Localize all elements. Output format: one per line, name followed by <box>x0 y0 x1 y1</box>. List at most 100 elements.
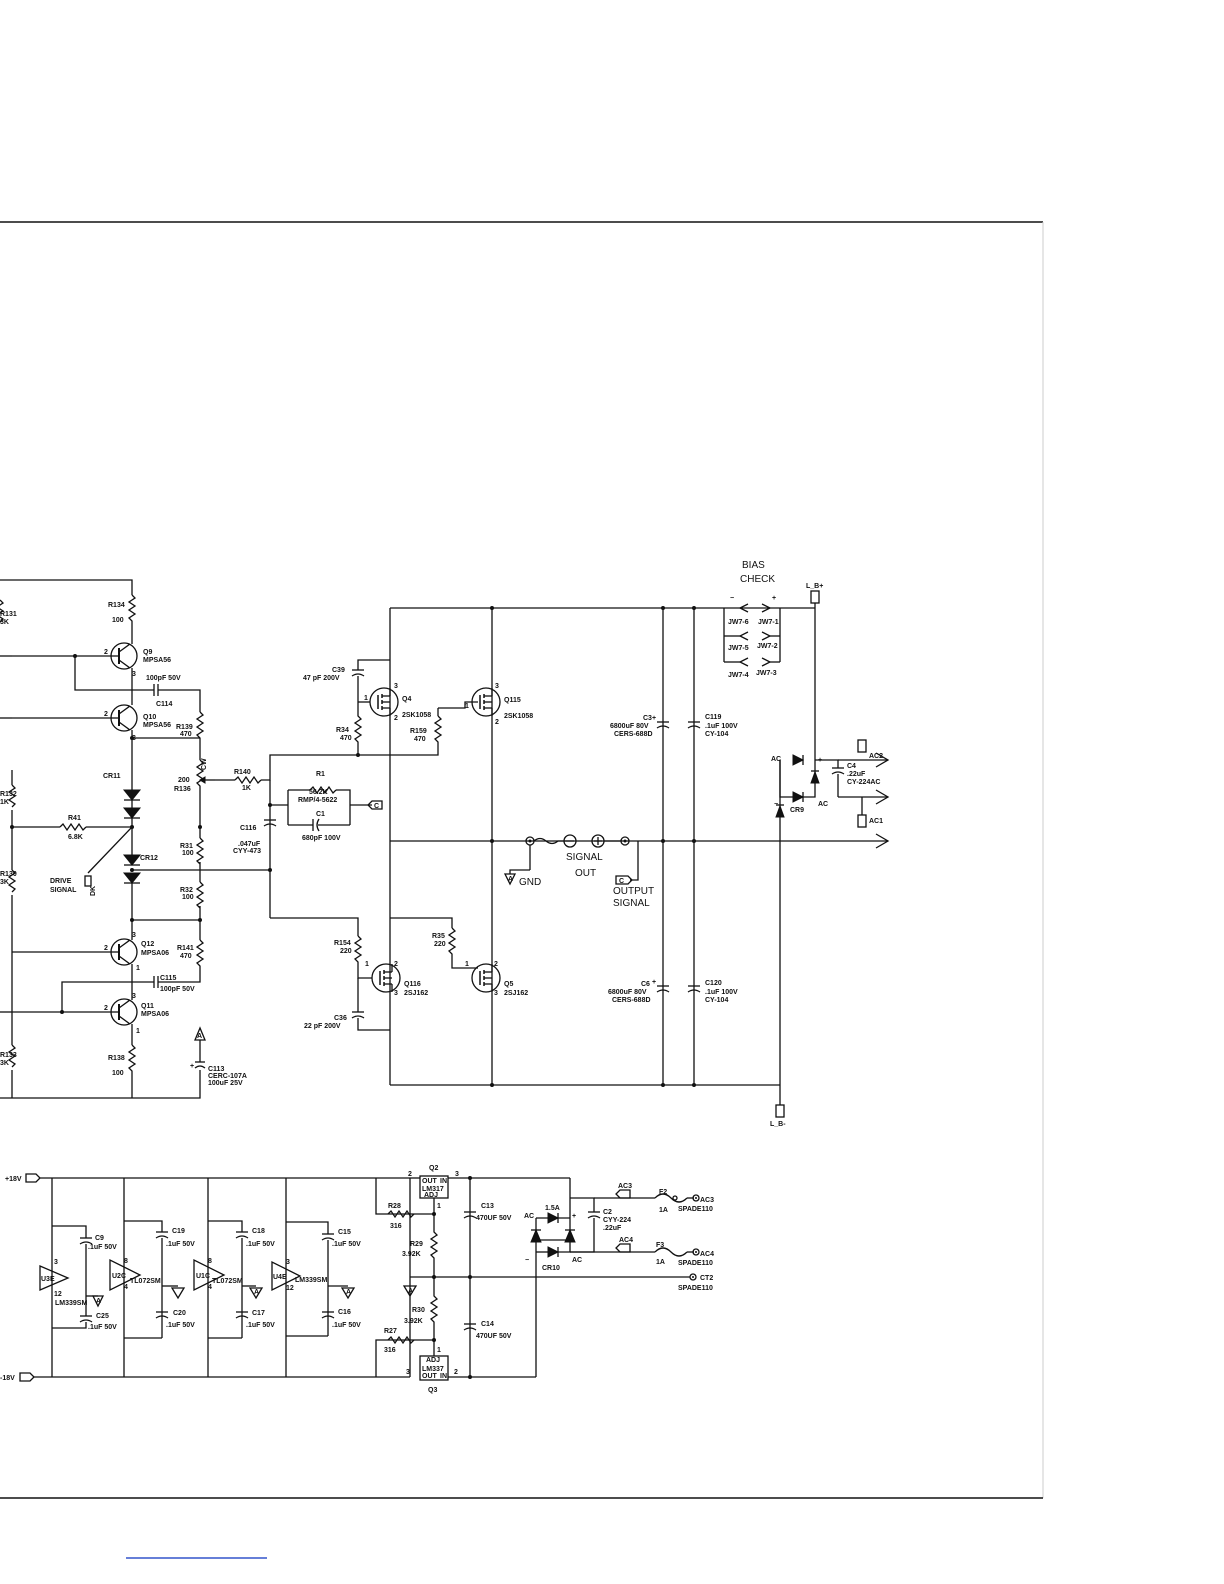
c36-value: 22 pF 200V <box>304 1023 341 1030</box>
u3e-label: U3E <box>41 1276 55 1283</box>
q116-pin3: 3 <box>394 990 398 997</box>
c113-plus: + <box>190 1063 194 1070</box>
r138-value: 100 <box>112 1070 124 1077</box>
lbp-label: L_B+ <box>806 583 823 590</box>
u1c-gnd-flag: A <box>254 1289 259 1296</box>
c113-flag: A <box>197 1033 202 1040</box>
c19-label: C19 <box>172 1228 185 1235</box>
f3-label: F3 <box>656 1242 664 1249</box>
r134-value: 100 <box>112 617 124 624</box>
c9-label: C9 <box>95 1235 104 1242</box>
r29-value: 3.92K <box>402 1251 421 1258</box>
r139-label: R139 <box>176 724 193 731</box>
feedback-network: C116 .047uF CYY-473 R1 56.2K RMP/4-5622 … <box>233 771 383 936</box>
q115-part: 2SK1058 <box>504 713 533 720</box>
q4-label: Q4 <box>402 696 411 703</box>
cr9-minus: − <box>774 801 778 808</box>
c2-value: .22uF <box>603 1225 622 1232</box>
f3-value: 1A <box>656 1259 665 1266</box>
signal-out-label-2: OUT <box>575 868 596 879</box>
u1c-pin8: 8 <box>208 1258 212 1265</box>
r141-label: R141 <box>177 945 194 952</box>
reg-gnd-flag: A <box>408 1288 413 1295</box>
r159-label: R159 <box>410 728 427 735</box>
r27-label: R27 <box>384 1328 397 1335</box>
r34-label: R34 <box>336 727 349 734</box>
r134-label: R134 <box>108 602 125 609</box>
c3-part: CERS-688D <box>614 731 653 738</box>
jw7-3-label: JW7-3 <box>756 670 777 677</box>
output-flag: C <box>619 878 624 885</box>
c6-label: C6 <box>641 981 650 988</box>
c17-label: C17 <box>252 1310 265 1317</box>
c1-flag: C <box>374 803 379 810</box>
dk-label: DK <box>90 886 97 896</box>
q9-pin3: 3 <box>132 671 136 678</box>
c116-part: CYY-473 <box>233 848 261 855</box>
ac4-spade: SPADE110 <box>678 1260 713 1267</box>
cr10-ac-1: AC <box>524 1213 534 1220</box>
c4-label: C4 <box>847 763 856 770</box>
r31-value: 100 <box>182 850 194 857</box>
q3-out: OUT <box>422 1373 438 1380</box>
u3e-pin12: 12 <box>54 1291 62 1298</box>
q2-pin2: 2 <box>408 1171 412 1178</box>
c39-value: 47 pF 200V <box>303 675 340 682</box>
ac4-label: AC4 <box>619 1237 633 1244</box>
q4-pin1: 1 <box>364 695 368 702</box>
r154-label: R154 <box>334 940 351 947</box>
cr10-plus: + <box>572 1213 576 1220</box>
q2-in: IN <box>440 1178 447 1185</box>
jw7-4-label: JW7-4 <box>728 672 749 679</box>
r154-value: 220 <box>340 948 352 955</box>
c3-label: C3 <box>643 715 652 722</box>
q12-pin2: 2 <box>104 945 108 952</box>
cr11-label: CR11 <box>103 773 121 780</box>
q116-part: 2SJ162 <box>404 990 428 997</box>
c19-value: .1uF 50V <box>166 1241 195 1248</box>
c4-value: .22uF <box>847 771 866 778</box>
c113-value: 100uF 25V <box>208 1080 243 1087</box>
r30-value: 3.92K <box>404 1318 423 1325</box>
q3-pin1: 1 <box>437 1347 441 1354</box>
r133-label: R133 <box>0 1052 17 1059</box>
q12-part: MPSA06 <box>141 950 169 957</box>
bias-check: BIAS CHECK − + JW7-6 JW7-1 JW7-5 JW7-2 J… <box>723 560 890 1128</box>
ct2-terminal: CT2 <box>700 1275 713 1282</box>
bridge-rating: 1.5A <box>545 1205 560 1212</box>
r159-value: 470 <box>414 736 426 743</box>
c1-value: 680pF 100V <box>302 835 341 842</box>
c2-label: C2 <box>603 1209 612 1216</box>
c6-part: CERS-688D <box>612 997 651 1004</box>
q11-pin3: 3 <box>132 993 136 1000</box>
power-supply: +18V -18V U3E 3 12 LM339SM A C9 .1uF 50V… <box>0 1165 714 1394</box>
q11-label: Q11 <box>141 1003 154 1010</box>
drive-label: DRIVE <box>50 878 72 885</box>
q3-pin3: 3 <box>406 1369 410 1376</box>
q11-pin2: 2 <box>104 1005 108 1012</box>
r132-label: R132 <box>0 791 17 798</box>
q2-out: OUT <box>422 1178 438 1185</box>
q2-part: LM317 <box>422 1186 444 1193</box>
q10-pin2: 2 <box>104 711 108 718</box>
r28-value: 316 <box>390 1223 402 1230</box>
c16-label: C16 <box>338 1309 351 1316</box>
c15-label: C15 <box>338 1229 351 1236</box>
q115-pin2: 2 <box>495 719 499 726</box>
q9-label: Q9 <box>143 649 152 656</box>
r1-part: RMP/4-5622 <box>298 797 337 804</box>
r31-label: R31 <box>180 843 193 850</box>
ct2-spade: SPADE110 <box>678 1285 713 1292</box>
cr10-minus: − <box>525 1257 529 1264</box>
r136-cw: CW <box>201 758 208 770</box>
r32-label: R32 <box>180 887 193 894</box>
c15-value: .1uF 50V <box>332 1241 361 1248</box>
q3-label: Q3 <box>428 1387 437 1394</box>
ac1-label: AC1 <box>869 818 883 825</box>
output-stage: C39 47 pF 200V 1 3 2 Q4 2SK1058 R34 470 … <box>303 606 890 1087</box>
q2-label: Q2 <box>429 1165 438 1172</box>
driver-stage: R134 100 R131 3K 2 3 Q9 MPSA56 100pF 50V… <box>0 579 390 1099</box>
r35-value: 220 <box>434 941 446 948</box>
u1c-pin4: 4 <box>208 1284 212 1291</box>
u2c-label: U2C <box>112 1273 126 1280</box>
